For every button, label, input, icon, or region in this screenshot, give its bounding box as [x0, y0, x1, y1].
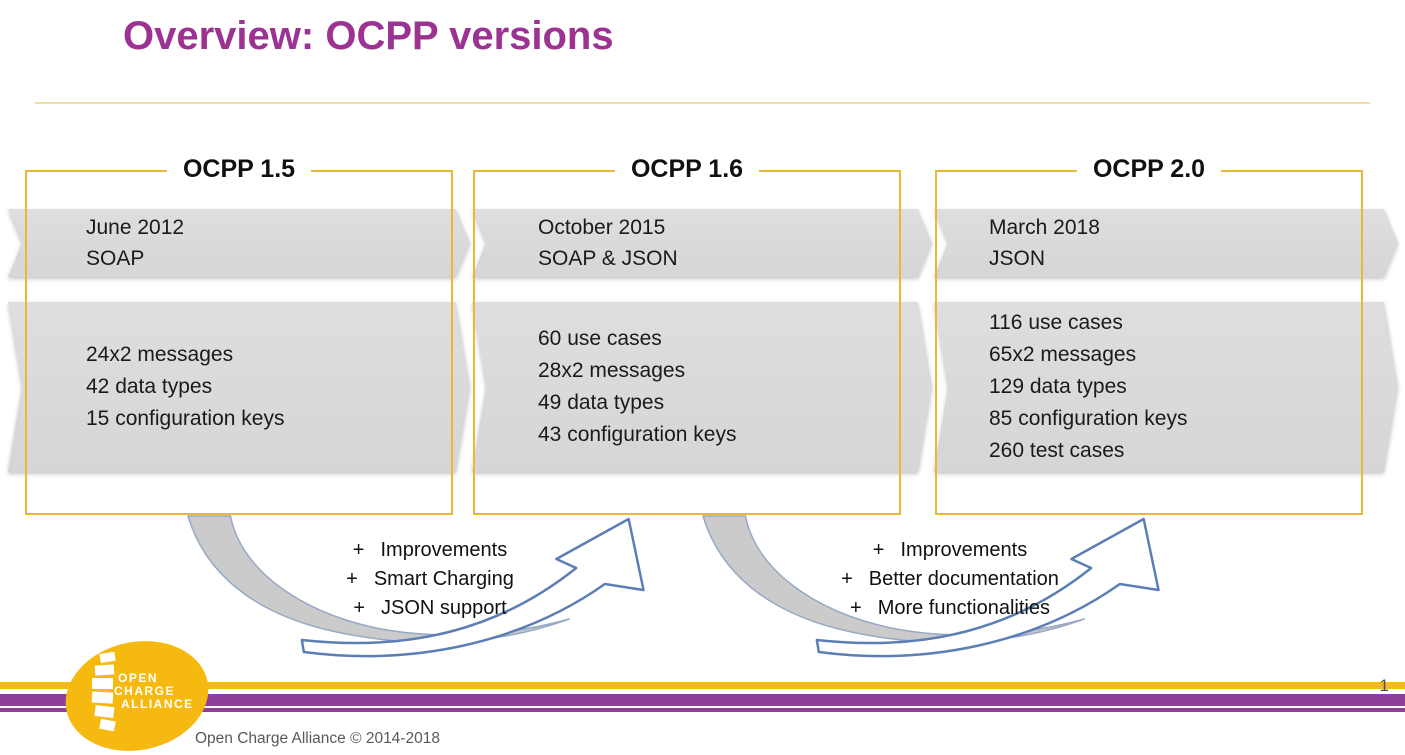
transition-item-label: Improvements [900, 539, 1028, 561]
transition-item: + More functionalities [770, 594, 1130, 623]
plus-icon: + [346, 568, 358, 590]
feature-line: 129 data types [989, 375, 1127, 398]
feature-line: 24x2 messages [86, 343, 234, 366]
arrow-head-outline [815, 517, 1160, 658]
feature-line: 60 use cases [538, 327, 662, 350]
version-frame-ocpp20: OCPP 2.0 [935, 155, 1363, 515]
release-protocol: JSON [989, 247, 1046, 270]
arrow-tail-swoosh [702, 515, 1085, 644]
feature-line: 43 configuration keys [538, 423, 737, 446]
feature-line: 49 data types [538, 391, 665, 414]
logo-line-alliance: ALLIANCE [121, 697, 194, 711]
transition-list-15-to-16: + Improvements + Smart Charging + JSON supp… [255, 536, 605, 623]
transition-item: + Better documentation [770, 565, 1130, 594]
feature-line: 260 test cases [989, 439, 1125, 462]
footer-copyright: Open Charge Alliance © 2014-2018 [195, 730, 440, 747]
version-frame-ocpp16: OCPP 1.6 [473, 155, 901, 515]
footer-stripe-yellow [0, 682, 1405, 689]
release-banner-shape: October 2015 SOAP & JSON [472, 209, 932, 277]
features-banner-ocpp16: 60 use cases 28x2 messages 49 data types… [472, 302, 932, 472]
transition-list-16-to-20: + Improvements + Better documentation + Mor… [770, 536, 1130, 623]
version-frame-ocpp15: OCPP 1.5 [25, 155, 453, 515]
logo-sail-icon [91, 651, 116, 732]
features-banner-ocpp15: 24x2 messages 42 data types 15 configura… [8, 302, 470, 472]
transition-item-label: JSON support [381, 597, 507, 619]
transition-item-label: Better documentation [868, 568, 1059, 590]
features-banner-shape: 116 use cases 65x2 messages 129 data typ… [934, 302, 1398, 472]
slide-title: Overview: OCPP versions [123, 14, 614, 58]
plus-icon: + [872, 539, 885, 561]
footer-stripe-purple-thick [0, 694, 1405, 706]
column-title-ocpp20: OCPP 2.0 [1076, 155, 1222, 184]
logo-line-charge: CHARGE [114, 684, 175, 698]
curved-arrow-16-to-20 [702, 515, 1160, 658]
plus-icon: + [353, 597, 366, 619]
plus-icon: + [352, 539, 365, 561]
release-banner-ocpp15: June 2012 SOAP [8, 209, 470, 277]
transition-item: + Improvements [770, 536, 1130, 565]
plus-icon: + [841, 568, 853, 590]
footer-stripe-purple-thin [0, 708, 1405, 712]
features-banner-shape: 24x2 messages 42 data types 15 configura… [8, 302, 470, 472]
oca-logo: OPEN CHARGE ALLIANCE [65, 641, 209, 751]
feature-line: 65x2 messages [989, 343, 1137, 366]
logo-text: OPEN CHARGE ALLIANCE [114, 671, 194, 711]
release-protocol: SOAP [86, 247, 145, 270]
release-date: October 2015 [538, 216, 666, 239]
transition-item: + JSON support [255, 594, 605, 623]
title-divider [35, 102, 1370, 104]
release-date: March 2018 [989, 216, 1100, 239]
transition-item-label: More functionalities [877, 597, 1050, 619]
column-title-ocpp15: OCPP 1.5 [166, 155, 312, 184]
curved-arrow-15-to-16 [187, 515, 645, 658]
arrow-head-outline [300, 517, 645, 658]
column-title-ocpp16: OCPP 1.6 [614, 155, 760, 184]
logo-line-open: OPEN [118, 671, 158, 685]
feature-line: 42 data types [86, 375, 213, 398]
transition-item: + Improvements [255, 536, 605, 565]
arrow-tail-swoosh [187, 515, 570, 644]
release-protocol: SOAP & JSON [538, 247, 678, 270]
release-banner-ocpp16: October 2015 SOAP & JSON [472, 209, 932, 277]
feature-line: 15 configuration keys [86, 407, 285, 430]
feature-line: 85 configuration keys [989, 407, 1188, 430]
feature-line: 116 use cases [989, 311, 1123, 334]
page-number: 1 [1379, 676, 1389, 695]
release-banner-ocpp20: March 2018 JSON [934, 209, 1398, 277]
transition-item: + Smart Charging [255, 565, 605, 594]
release-banner-shape: June 2012 SOAP [8, 209, 470, 277]
transition-item-label: Improvements [380, 539, 508, 561]
release-date: June 2012 [86, 216, 185, 239]
transition-item-label: Smart Charging [373, 568, 514, 590]
feature-line: 28x2 messages [538, 359, 686, 382]
release-banner-shape: March 2018 JSON [934, 209, 1398, 277]
features-banner-ocpp20: 116 use cases 65x2 messages 129 data typ… [934, 302, 1398, 472]
plus-icon: + [850, 597, 862, 619]
features-banner-shape: 60 use cases 28x2 messages 49 data types… [472, 302, 932, 472]
